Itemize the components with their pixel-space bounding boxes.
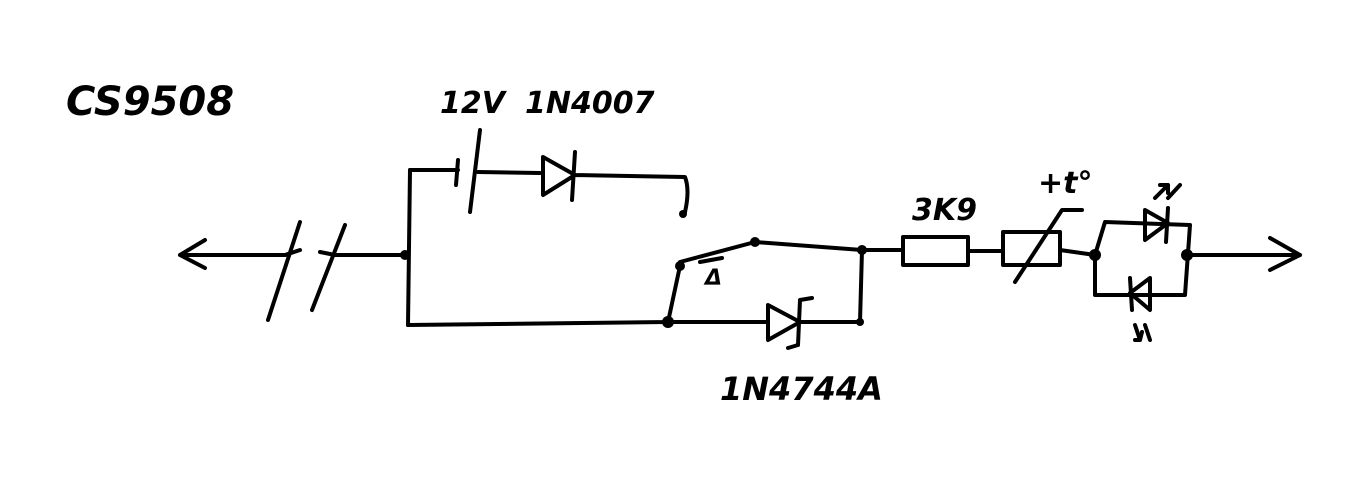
- zener-1n4744a-symbol: [666, 248, 864, 350]
- resistor-3k9-symbol: [860, 235, 1005, 267]
- thermistor-symbol: [1001, 208, 1097, 284]
- zener-label: 1N4744A: [720, 370, 883, 408]
- diagram-title: CS9508: [66, 79, 234, 125]
- diode-1n4007-symbol: [541, 150, 690, 218]
- resistor-label: 3K9: [912, 193, 977, 228]
- battery-symbol: [408, 128, 542, 214]
- led-pair-symbol: [1093, 183, 1192, 342]
- switch-symbol: [675, 237, 864, 271]
- diode-label: 1N4007: [525, 86, 655, 121]
- wire: [406, 168, 412, 327]
- wire: [406, 264, 682, 327]
- thermistor-label: +t°: [1038, 166, 1092, 201]
- input-lead: [178, 220, 407, 322]
- switch-label: Δ: [703, 266, 722, 291]
- battery-label: 12V: [440, 86, 508, 121]
- output-arrow: [1185, 236, 1302, 272]
